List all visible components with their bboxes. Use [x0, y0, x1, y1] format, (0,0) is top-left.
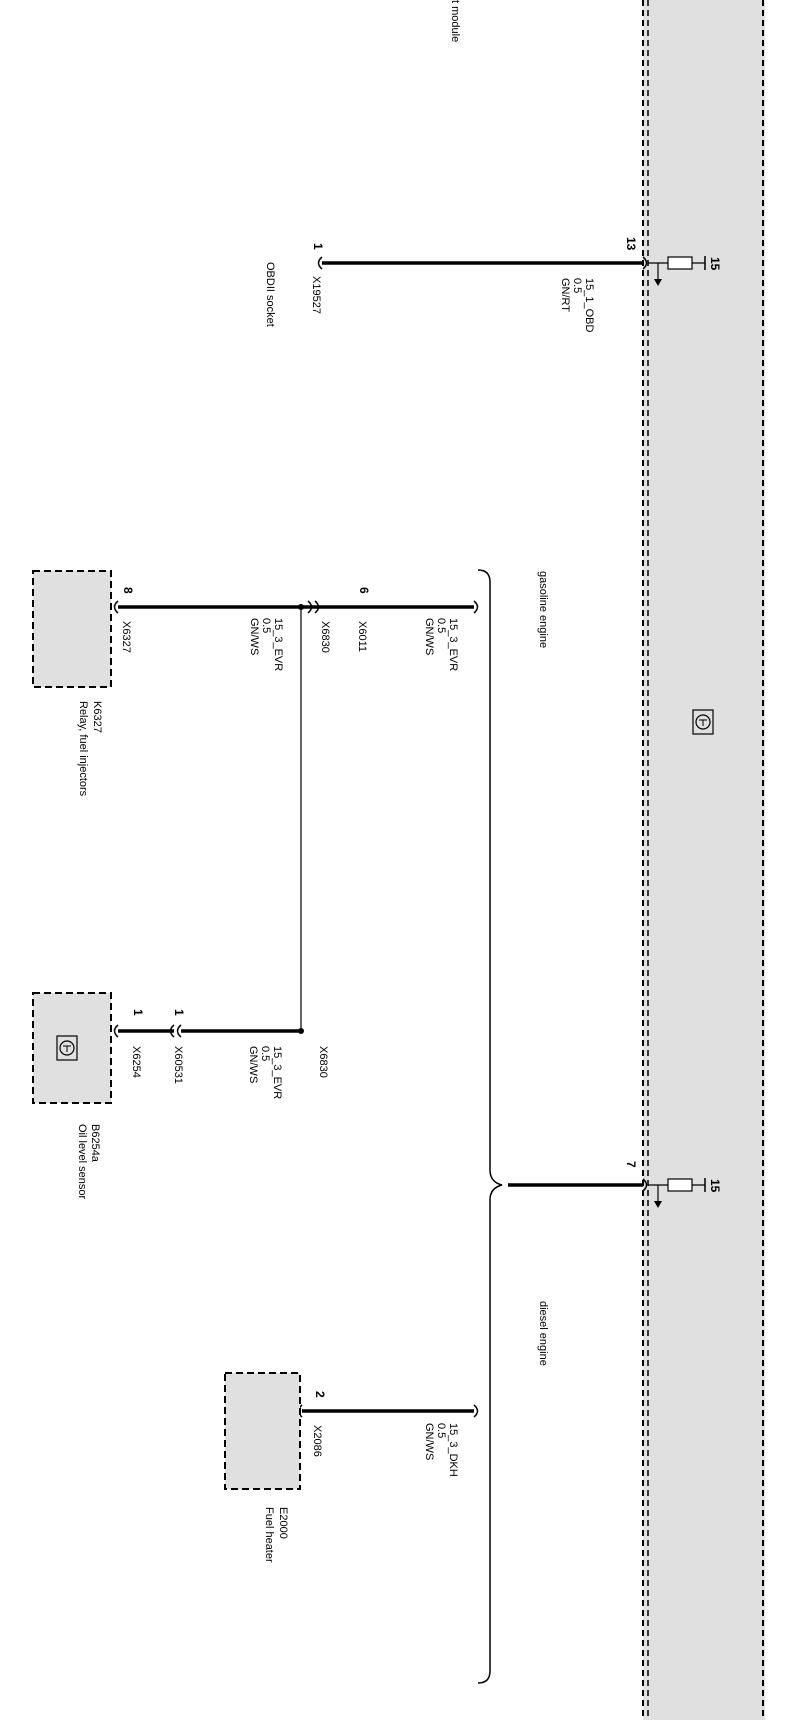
gasoline-circuit: 6 X6011 15_3_EVR 0.5 GN/WS X6830 15_3_EV…	[113, 587, 479, 1099]
wire-relay-name: 15_3_EVR	[272, 618, 284, 671]
relay-name: Relay, fuel injectors	[77, 701, 89, 797]
obd-circuit: 13 1 X19527 OBDII socket 15_1_OBD 0.5 GN…	[264, 237, 648, 332]
x6011-pin: 6	[357, 587, 371, 594]
wire-top-size: 0.5	[435, 618, 447, 633]
relay-id: K6327	[91, 701, 103, 733]
diesel-wire-name: 15_3_DKH	[447, 1423, 459, 1477]
oil-level-sensor: B6254a Oil level sensor	[32, 992, 112, 1200]
obd-wire-color: GN/RT	[559, 278, 571, 312]
wire-top-name: 15_3_EVR	[447, 618, 459, 671]
terminal-15-label: 15	[708, 257, 722, 271]
heater-pin: 2	[313, 1391, 327, 1398]
wire-sensor-size: 0.5	[259, 1046, 271, 1061]
variant-brace: gasoline engine diesel engine	[477, 569, 549, 1684]
module-pin-7: 7	[624, 1161, 638, 1168]
module-title: t module	[449, 0, 461, 42]
sensor-pin: 1	[131, 1009, 145, 1016]
sensor-name: Oil level sensor	[76, 1124, 88, 1200]
relay-fuel-injectors: K6327 Relay, fuel injectors	[32, 570, 112, 797]
wire-sensor-name: 15_3_EVR	[271, 1046, 283, 1099]
wire-top-color: GN/WS	[423, 618, 435, 655]
wire-relay-color: GN/WS	[248, 618, 260, 655]
sensor-connector: X6254	[130, 1046, 142, 1078]
x60531-pin: 1	[172, 1009, 186, 1016]
splice-b-label: X6830	[317, 1046, 329, 1078]
diesel-wire-size: 0.5	[435, 1423, 447, 1438]
heater-name: Fuel heater	[263, 1507, 275, 1563]
relay-pin: 8	[121, 587, 135, 594]
relay-connector: X6327	[120, 621, 132, 653]
obd-connector: X19527	[310, 276, 322, 314]
wire-sensor-color: GN/WS	[247, 1046, 259, 1083]
obd-name: OBDII socket	[264, 262, 276, 327]
diesel-engine-label: diesel engine	[537, 1301, 549, 1366]
gasoline-engine-label: gasoline engine	[537, 571, 549, 648]
module-pin-13: 13	[624, 237, 638, 251]
ground-circle-icon	[692, 709, 714, 735]
heater-id: E2000	[277, 1507, 289, 1539]
obd-pin: 1	[311, 243, 325, 250]
fuel-heater: E2000 Fuel heater	[224, 1372, 301, 1563]
wire-relay-size: 0.5	[260, 618, 272, 633]
diesel-wire-color: GN/WS	[423, 1423, 435, 1460]
splice-a-label: X6830	[319, 621, 331, 653]
diesel-circuit: 15_3_DKH 0.5 GN/WS 2 X2086	[297, 1391, 479, 1477]
obd-wire-name: 15_1_OBD	[583, 278, 595, 332]
ground-circle-icon	[56, 1035, 78, 1061]
x6011-connector: X6011	[356, 621, 368, 652]
x60531-connector: X60531	[172, 1046, 184, 1084]
heater-connector: X2086	[311, 1425, 323, 1457]
terminal-15-label: 15	[708, 1179, 722, 1193]
module-pin-7-wire: 7	[508, 1161, 648, 1192]
terminal-15-bottom: 15	[648, 1178, 722, 1208]
terminal-15-top: 15	[648, 256, 722, 286]
obd-wire-size: 0.5	[571, 278, 583, 293]
control-module	[642, 0, 765, 1720]
sensor-id: B6254a	[89, 1124, 101, 1163]
